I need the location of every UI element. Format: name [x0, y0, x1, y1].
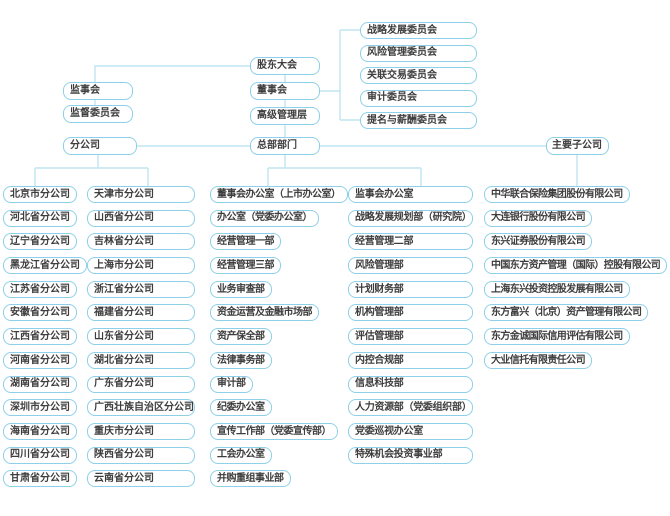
- org-node: 陕西省分公司: [87, 446, 195, 464]
- org-node: 上海东兴投资控股发展有限公司: [484, 280, 630, 298]
- org-node: 董事会办公室（上市办公室）: [210, 186, 348, 203]
- org-box-board-of-directors: 董事会: [250, 82, 320, 100]
- org-node: 内控合规部: [348, 351, 473, 369]
- org-node: 信息科技部: [348, 375, 473, 393]
- org-node: 东方金诚国际信用评估有限公司: [484, 328, 630, 346]
- org-box-shareholders-meeting: 股东大会: [250, 57, 320, 75]
- org-node: 湖南省分公司: [3, 375, 77, 393]
- org-node: 评估管理部: [348, 328, 473, 346]
- org-node: 经营管理一部: [210, 233, 281, 251]
- org-box-senior-management: 高级管理层: [250, 107, 320, 125]
- org-node: 大业信托有限责任公司: [484, 351, 592, 369]
- org-node: 云南省分公司: [87, 470, 195, 488]
- org-node: 战略发展规划部（研究院）: [348, 209, 473, 227]
- org-box-subsidiaries-header: 主要子公司: [546, 137, 609, 155]
- branches-column-2: 天津市分公司山西省分公司吉林省分公司上海市分公司浙江省分公司福建省分公司山东省分…: [87, 186, 195, 488]
- org-node: 重庆市分公司: [87, 422, 195, 440]
- org-node: 工会办公室: [210, 446, 272, 464]
- org-node: 党委巡视办公室: [348, 422, 473, 440]
- org-node: 东兴证券股份有限公司: [484, 233, 592, 251]
- org-node: 关联交易委员会: [360, 67, 477, 84]
- org-node: 黑龙江省分公司: [3, 257, 87, 275]
- org-node: 资产保全部: [210, 328, 272, 346]
- org-node: 吉林省分公司: [87, 233, 195, 251]
- org-node: 资金运营及金融市场部: [210, 304, 319, 322]
- subsidiaries-column: 中华联合保险集团股份有限公司大连银行股份有限公司东兴证券股份有限公司中国东方资产…: [484, 186, 668, 369]
- org-box-hq-departments: 总部部门: [250, 137, 320, 155]
- org-node: 山西省分公司: [87, 209, 195, 227]
- org-node: 办公室（党委办公室）: [210, 209, 319, 227]
- org-node: 河北省分公司: [3, 209, 77, 227]
- org-node: 江西省分公司: [3, 328, 77, 346]
- org-node: 业务审查部: [210, 280, 272, 298]
- org-node: 纪委办公室: [210, 399, 272, 417]
- org-node: 大连银行股份有限公司: [484, 209, 592, 227]
- org-node: 上海市分公司: [87, 257, 195, 275]
- org-node: 江苏省分公司: [3, 280, 77, 298]
- org-node: 宣传工作部（党委宣传部）: [210, 422, 338, 440]
- org-node: 人力资源部（党委组织部）: [348, 399, 473, 417]
- org-node: 天津市分公司: [87, 186, 195, 203]
- org-node: 广东省分公司: [87, 375, 195, 393]
- org-box-supervisory-board: 监事会: [63, 82, 133, 100]
- org-node: 提名与薪酬委员会: [360, 112, 477, 129]
- org-node: 中华联合保险集团股份有限公司: [484, 186, 630, 203]
- org-node: 广西壮族自治区分公司: [87, 399, 195, 417]
- board-committees-column: 战略发展委员会风险管理委员会关联交易委员会审计委员会提名与薪酬委员会: [360, 22, 477, 129]
- org-node: 监事会办公室: [348, 186, 473, 203]
- org-node: 审计部: [210, 375, 253, 393]
- org-node: 经营管理三部: [210, 257, 281, 275]
- org-node: 山东省分公司: [87, 328, 195, 346]
- org-node: 湖北省分公司: [87, 351, 195, 369]
- org-node: 风险管理委员会: [360, 44, 477, 62]
- org-box-supervision-committee: 监督委员会: [63, 105, 133, 123]
- org-node: 东方富兴（北京）资产管理有限公司: [484, 304, 649, 322]
- org-node: 四川省分公司: [3, 446, 77, 464]
- org-node: 机构管理部: [348, 304, 473, 322]
- org-node: 甘肃省分公司: [3, 470, 77, 488]
- org-node: 特殊机会投资事业部: [348, 446, 473, 464]
- org-node: 计划财务部: [348, 280, 473, 298]
- org-node: 浙江省分公司: [87, 280, 195, 298]
- org-node: 辽宁省分公司: [3, 233, 77, 251]
- org-node: 风险管理部: [348, 257, 473, 275]
- org-node: 深圳市分公司: [3, 399, 77, 417]
- org-node: 法律事务部: [210, 351, 272, 369]
- org-node: 审计委员会: [360, 89, 477, 107]
- org-node: 中国东方资产管理（国际）控股有限公司: [484, 257, 668, 275]
- org-box-branches-header: 分公司: [63, 137, 137, 155]
- org-node: 战略发展委员会: [360, 22, 477, 39]
- org-node: 并购重组事业部: [210, 470, 291, 488]
- departments-column-1: 董事会办公室（上市办公室） 办公室（党委办公室） 经营管理一部经营管理三部业务审查部…: [210, 186, 348, 488]
- org-node: 经营管理二部: [348, 233, 473, 251]
- org-node: 安徽省分公司: [3, 304, 77, 322]
- org-node: 福建省分公司: [87, 304, 195, 322]
- branches-column-1: 北京市分公司河北省分公司辽宁省分公司黑龙江省分公司江苏省分公司安徽省分公司江西省…: [3, 186, 87, 488]
- org-node: 北京市分公司: [3, 186, 77, 203]
- departments-column-2: 监事会办公室战略发展规划部（研究院） 经营管理二部风险管理部计划财务部机构管理部评…: [348, 186, 473, 464]
- org-node: 海南省分公司: [3, 422, 77, 440]
- org-node: 河南省分公司: [3, 351, 77, 369]
